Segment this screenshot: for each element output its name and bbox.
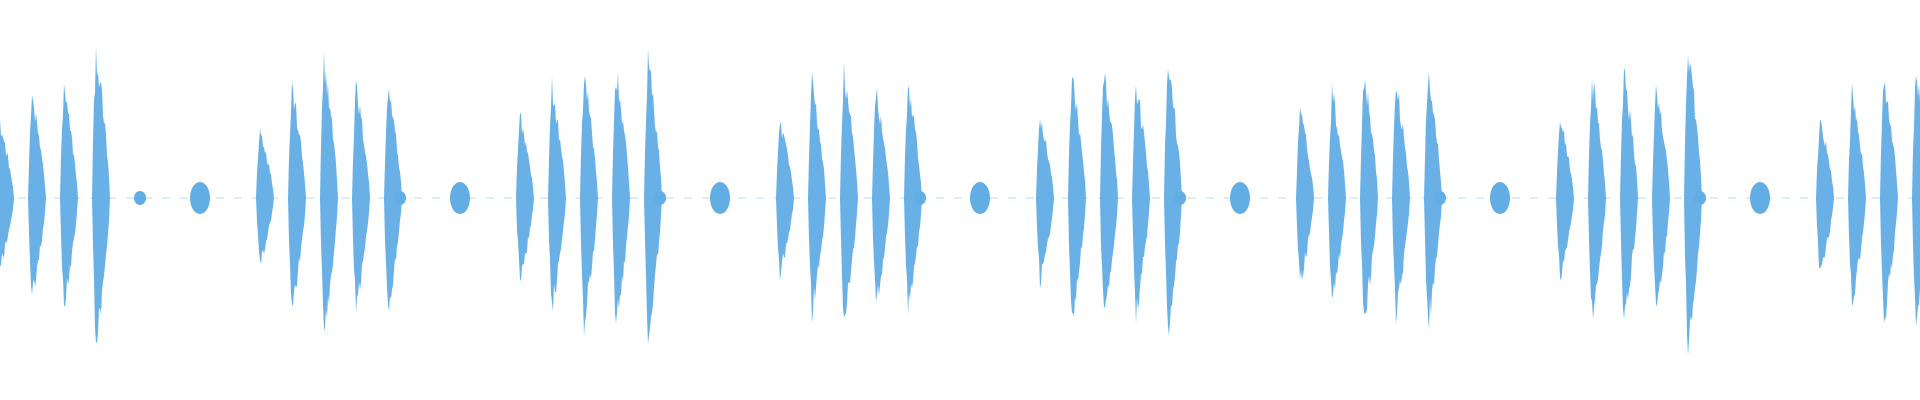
waveform-burst	[1588, 78, 1606, 320]
waveform-burst	[384, 88, 402, 311]
waveform-burst	[1556, 121, 1574, 281]
waveform-blip	[1434, 191, 1446, 205]
waveform-blip	[970, 182, 990, 214]
waveform-burst	[1816, 119, 1834, 269]
waveform-blip	[710, 182, 730, 214]
waveform-burst	[1912, 76, 1920, 327]
waveform-burst	[516, 113, 534, 281]
waveform-burst	[288, 82, 306, 306]
waveform-burst	[1360, 80, 1378, 314]
waveform-burst	[1296, 107, 1314, 280]
waveform-burst	[1652, 84, 1670, 308]
waveform-blip	[654, 191, 666, 205]
waveform-group	[776, 61, 990, 323]
waveform-group	[0, 45, 210, 343]
waveform-blip	[450, 182, 470, 214]
waveform-blip	[394, 191, 406, 205]
waveform-burst	[92, 45, 110, 343]
waveform-burst	[1684, 55, 1702, 356]
waveform-burst	[0, 119, 14, 266]
waveform-burst	[1132, 85, 1150, 324]
waveform-burst	[60, 83, 78, 307]
waveform-group	[1036, 68, 1250, 337]
waveform-blip	[1750, 182, 1770, 214]
waveform-burst	[808, 72, 826, 323]
waveform-burst	[1100, 73, 1118, 308]
waveform-burst	[1036, 118, 1054, 289]
waveform-burst	[1328, 82, 1346, 299]
waveform-burst	[548, 76, 566, 312]
waveform-burst	[1164, 68, 1182, 337]
waveform-blip	[1174, 191, 1186, 205]
waveform-burst	[1620, 67, 1638, 319]
waveform-blip	[1490, 182, 1510, 214]
waveform-group	[1296, 71, 1510, 330]
waveform-burst	[256, 128, 274, 265]
waveform-burst	[352, 80, 370, 313]
waveform-group	[1816, 76, 1920, 327]
waveform-burst	[612, 72, 630, 324]
waveform-burst	[776, 121, 794, 282]
waveform-group	[256, 50, 470, 331]
waveform-burst	[872, 87, 890, 303]
waveform-burst	[1880, 82, 1898, 323]
waveform-burst	[320, 50, 338, 331]
waveform-burst	[1068, 76, 1086, 317]
waveform-bursts	[0, 45, 1920, 356]
waveform-burst	[840, 61, 858, 318]
waveform-burst	[904, 85, 922, 316]
waveform-burst	[1848, 82, 1866, 307]
waveform-burst	[644, 49, 662, 344]
waveform-burst	[580, 75, 598, 336]
waveform-blip	[914, 191, 926, 205]
waveform-blip	[1230, 182, 1250, 214]
waveform-blip	[1694, 191, 1706, 205]
waveform-group	[1556, 55, 1770, 356]
waveform-group	[516, 49, 730, 344]
waveform-burst	[1424, 71, 1442, 330]
waveform-burst	[1392, 90, 1410, 325]
waveform-blip	[190, 182, 210, 214]
waveform-burst	[28, 95, 46, 295]
waveform-blip	[134, 191, 146, 205]
